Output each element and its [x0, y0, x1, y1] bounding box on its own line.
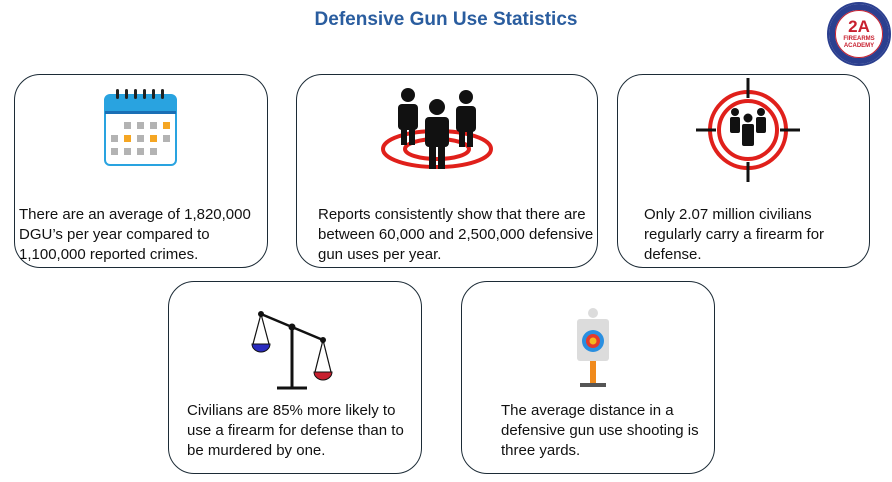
stat-text: The average distance in a defensive gun … [501, 402, 699, 459]
firearms-academy-logo: 2A FIREARMS ACADEMY [827, 2, 891, 66]
stat-card-dgu-average: There are an average of 1,820,000 DGU’s … [14, 74, 268, 268]
shooting-target-icon [577, 308, 609, 387]
scales-icon [251, 311, 333, 390]
stat-text: Civilians are 85% more likely to use a f… [187, 402, 404, 459]
crosshair-people-icon [696, 78, 800, 182]
svg-text:FIREARMS: FIREARMS [843, 36, 874, 42]
calendar-icon [104, 89, 177, 166]
stat-card-dgu-range: Reports consistently show that there are… [296, 74, 598, 268]
stat-card-carry: Only 2.07 million civilians regularly ca… [617, 74, 870, 268]
stat-card-defense-likelihood: Civilians are 85% more likely to use a f… [168, 281, 422, 474]
page-title: Defensive Gun Use Statistics [314, 9, 578, 30]
svg-text:2A: 2A [848, 17, 870, 36]
people-target-icon [381, 88, 493, 169]
stat-card-distance: The average distance in a defensive gun … [461, 281, 715, 474]
stat-text: Only 2.07 million civilians regularly ca… [644, 206, 825, 263]
svg-text:ACADEMY: ACADEMY [844, 43, 874, 49]
stat-text: There are an average of 1,820,000 DGU’s … [19, 206, 251, 263]
stat-text: Reports consistently show that there are… [318, 206, 594, 263]
